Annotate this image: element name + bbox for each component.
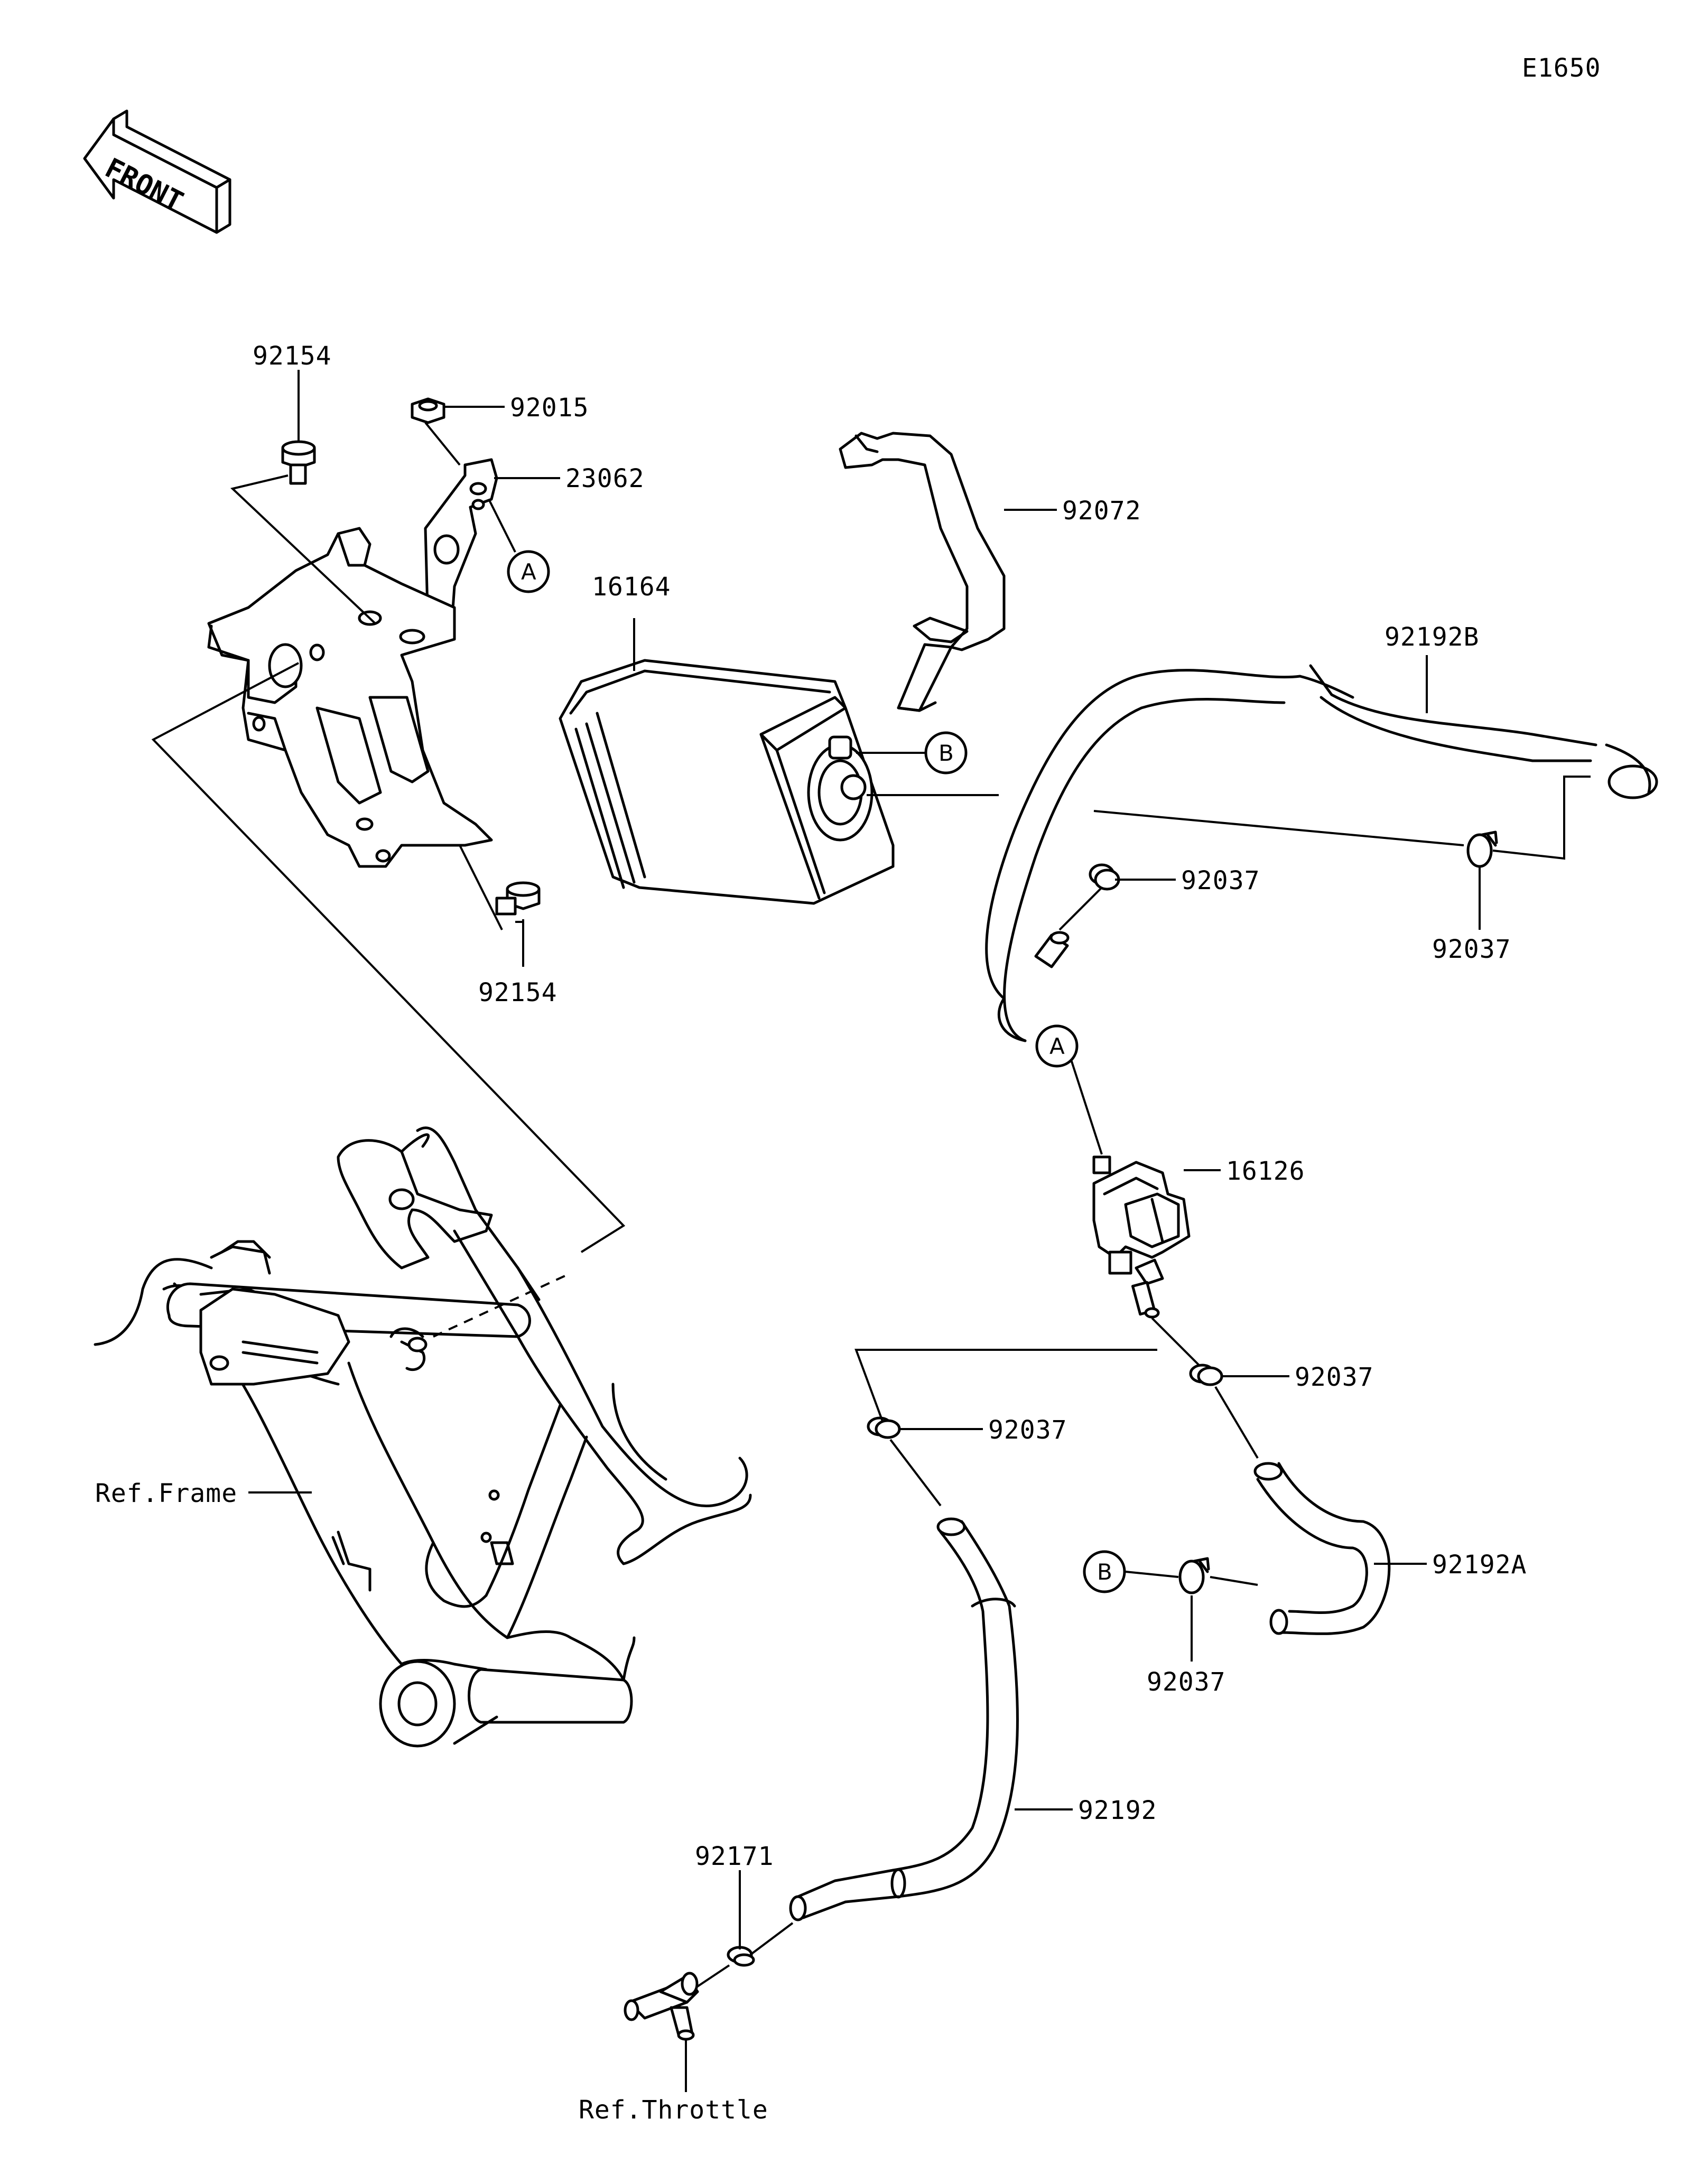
mount-dashed-line [433, 1272, 571, 1338]
bracket-23062-drawing [207, 458, 498, 868]
clamp-92037-left-drawing [867, 1416, 901, 1439]
callout-nut: 92015 [510, 393, 589, 423]
callout-bolt-top: 92154 [253, 341, 332, 371]
callout-clamp-mid: 92037 [1181, 866, 1260, 895]
clamp-92037-b-drawing [1178, 1557, 1210, 1594]
marker-a-upper: A [507, 550, 550, 593]
svg-text:B: B [939, 740, 954, 766]
diagram-code: E1650 [1522, 53, 1601, 83]
clamp-92037-mid-drawing [1089, 863, 1120, 891]
frame-drawing [94, 1126, 752, 1748]
clamp-92037-valve-drawing [1189, 1364, 1223, 1386]
hose-92192a-drawing [1253, 1462, 1391, 1635]
bolt-92154-top-drawing [281, 440, 316, 485]
clip-92171-drawing [727, 1946, 755, 1967]
callout-clamp-right: 92037 [1432, 935, 1511, 964]
bolt-92154-bottom-drawing [495, 881, 541, 916]
callout-hose-a: 92192A [1432, 1550, 1527, 1580]
nut-92015-drawing [411, 397, 445, 424]
canister-16164-drawing [559, 659, 895, 905]
callout-hose: 92192 [1078, 1796, 1157, 1825]
valve-16126-drawing [1092, 1155, 1191, 1319]
ref-throttle-label: Ref.Throttle [579, 2095, 768, 2125]
callout-clamp-valve: 92037 [1295, 1362, 1374, 1392]
marker-b-lower: B [1083, 1550, 1126, 1593]
marker-a-lower: A [1035, 1024, 1079, 1068]
callout-bolt-bottom: 92154 [478, 978, 558, 1007]
hose-92192-drawing [789, 1517, 1019, 1921]
callout-bracket: 23062 [565, 464, 645, 493]
hose-92192b-drawing [985, 664, 1658, 1042]
callout-clip: 92171 [695, 1842, 774, 1871]
callout-hose-b: 92192B [1385, 622, 1479, 652]
throttle-tee-drawing [624, 1972, 699, 2041]
band-92072-drawing [839, 432, 1006, 712]
svg-text:A: A [1049, 1033, 1065, 1059]
marker-b-upper: B [924, 731, 968, 774]
leader-lines [151, 370, 1591, 2092]
svg-text:A: A [521, 559, 536, 585]
ref-frame-label: Ref.Frame [95, 1479, 237, 1508]
callout-band: 92072 [1062, 496, 1141, 526]
callout-valve: 16126 [1226, 1156, 1305, 1186]
clamp-92037-right-drawing [1466, 830, 1498, 868]
callout-canister: 16164 [592, 572, 671, 602]
svg-text:B: B [1097, 1559, 1112, 1585]
callout-clamp-b: 92037 [1147, 1667, 1226, 1697]
callout-clamp-left: 92037 [988, 1415, 1067, 1445]
front-arrow-icon: FRONT [83, 109, 231, 234]
